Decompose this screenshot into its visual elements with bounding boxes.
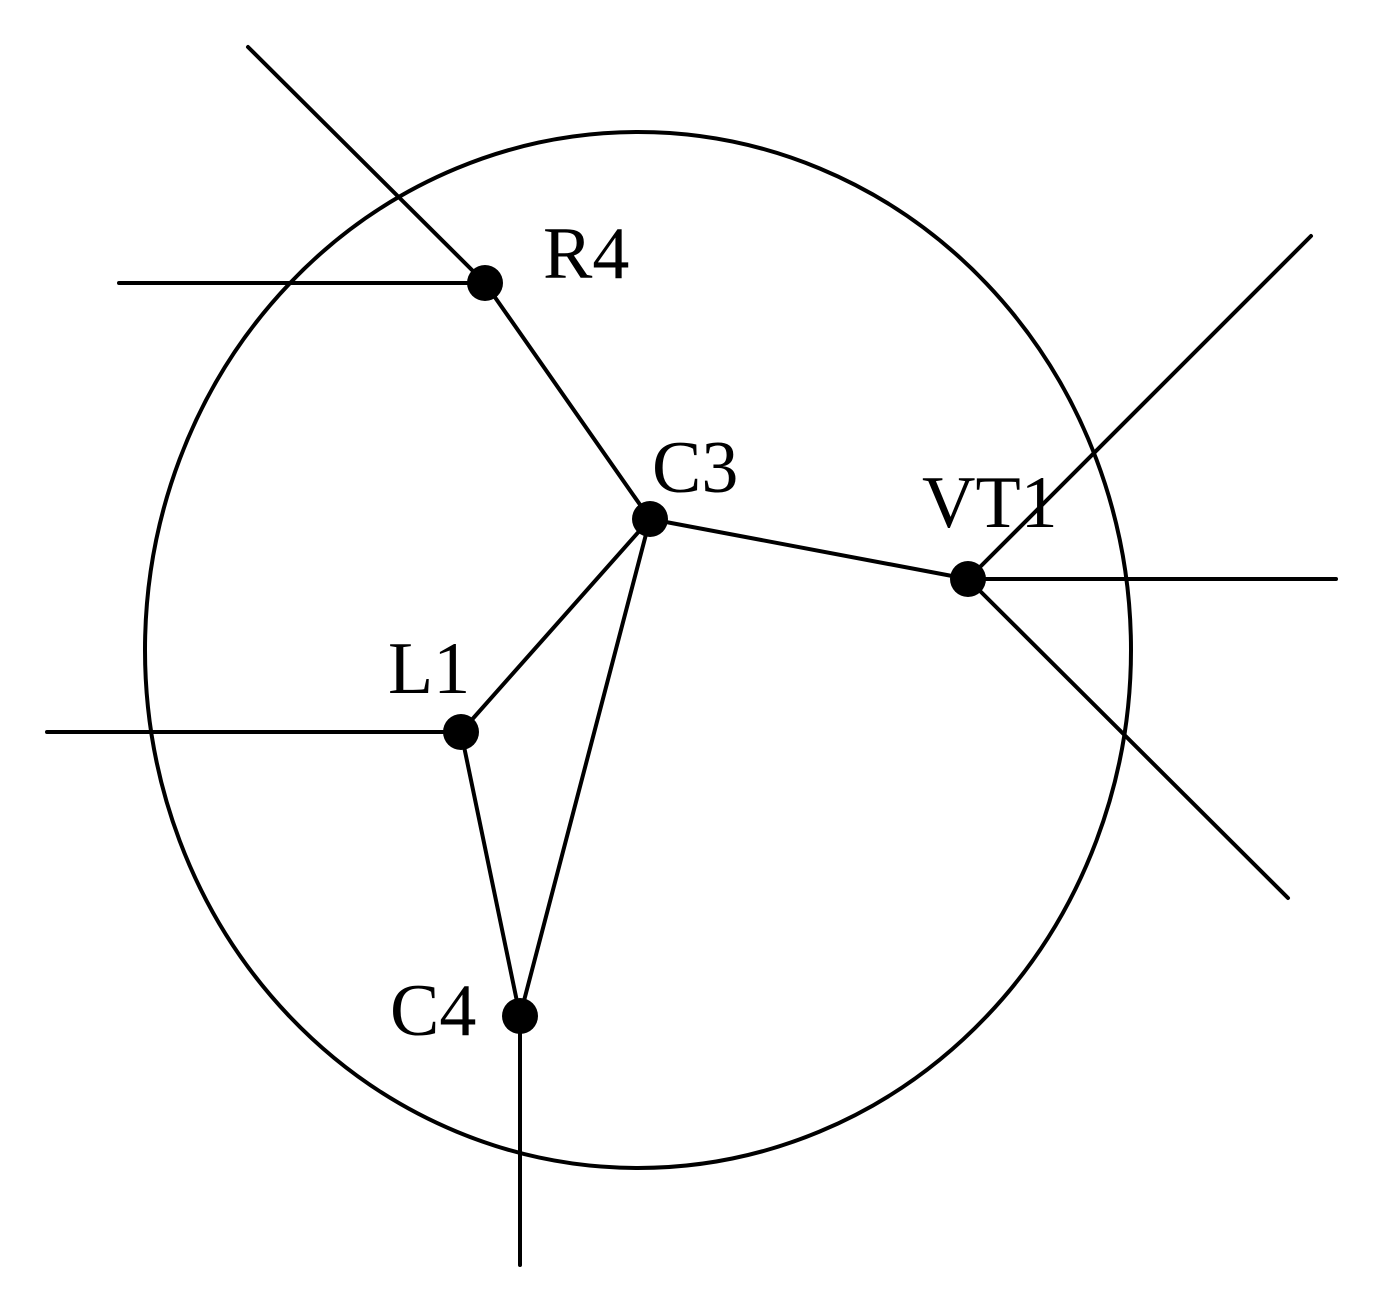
label-c3: C3 — [652, 427, 738, 509]
vt1-external-wire-lower — [966, 577, 1290, 900]
edge-c3-l1 — [459, 517, 652, 734]
label-c4: C4 — [390, 970, 476, 1052]
node-r4 — [467, 265, 503, 301]
external-wires — [45, 45, 1338, 1267]
label-vt1: VT1 — [922, 462, 1058, 544]
edge-l1-c4 — [459, 730, 522, 1018]
node-labels: R4 C3 VT1 L1 C4 — [388, 213, 1058, 1052]
boundary-circle — [143, 130, 1133, 1170]
edge-r4-c3 — [483, 281, 652, 521]
label-r4: R4 — [543, 213, 629, 295]
node-vt1 — [950, 561, 986, 597]
r4-external-wire-upper — [246, 45, 487, 285]
node-c3 — [632, 501, 668, 537]
edge-c3-vt1 — [648, 517, 970, 581]
edge-c3-c4 — [518, 517, 652, 1018]
node-l1 — [443, 714, 479, 750]
nodes — [443, 265, 986, 1034]
node-c4 — [502, 998, 538, 1034]
internal-edges — [459, 281, 970, 1018]
label-l1: L1 — [388, 628, 470, 710]
vt1-external-wire-upper — [966, 234, 1313, 581]
